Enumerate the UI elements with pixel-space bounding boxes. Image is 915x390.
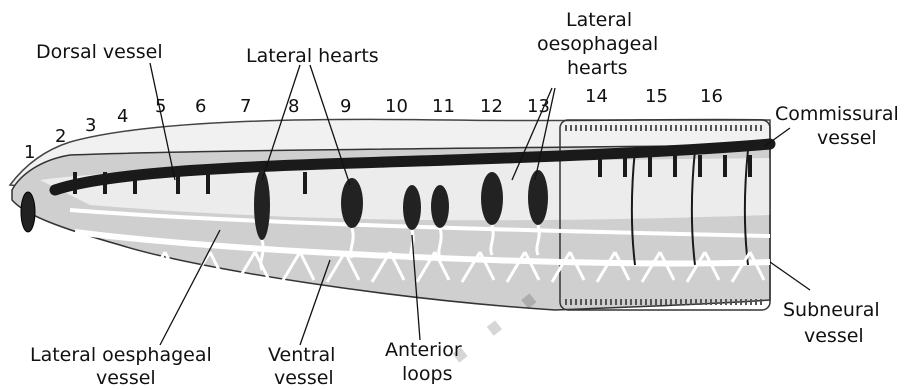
segment-11: 11 xyxy=(432,97,455,117)
label-ventral-vessel-line1: Ventral xyxy=(268,345,335,366)
heart xyxy=(403,185,421,230)
segment-16: 16 xyxy=(700,87,723,107)
segment-14: 14 xyxy=(585,87,608,107)
segment-2: 2 xyxy=(55,127,66,147)
label-lateral-oesophageal-hearts-line1: Lateral xyxy=(566,10,632,31)
segment-9: 9 xyxy=(340,97,351,117)
segment-10: 10 xyxy=(385,97,408,117)
segment-13: 13 xyxy=(527,97,550,117)
segment-15: 15 xyxy=(645,87,668,107)
label-dorsal-vessel: Dorsal vessel xyxy=(36,42,163,63)
label-subneural-vessel-line2: vessel xyxy=(804,326,864,347)
heart xyxy=(254,170,270,240)
heart xyxy=(431,185,449,228)
segment-12: 12 xyxy=(480,97,503,117)
label-lateral-oesophageal-hearts-line3: hearts xyxy=(567,58,628,79)
label-commissural-vessel-line1: Commissural xyxy=(775,104,899,125)
mouth xyxy=(21,192,35,232)
segment-4: 4 xyxy=(117,107,128,127)
label-anterior-loops-line2: loops xyxy=(402,364,453,385)
label-commissural-vessel-line2: vessel xyxy=(817,128,877,149)
label-ventral-vessel-line2: vessel xyxy=(274,368,334,389)
label-lateral-hearts: Lateral hearts xyxy=(246,46,379,67)
label-lateral-oesphageal-vessel-line2: vessel xyxy=(96,368,156,389)
segment-3: 3 xyxy=(85,116,96,136)
heart xyxy=(341,178,363,228)
segment-1: 1 xyxy=(24,143,35,163)
ventral-branch xyxy=(102,252,134,282)
label-anterior-loops-line1: Anterior xyxy=(385,340,462,361)
segment-5: 5 xyxy=(155,97,166,117)
label-lateral-oesphageal-vessel-line1: Lateral oesphageal xyxy=(30,345,212,366)
label-subneural-vessel-line1: Subneural xyxy=(783,300,880,321)
heart xyxy=(528,170,548,225)
heart xyxy=(481,172,503,225)
segment-8: 8 xyxy=(288,97,299,117)
label-lateral-oesophageal-hearts-line2: oesophageal xyxy=(537,34,658,55)
segment-6: 6 xyxy=(195,97,206,117)
segment-7: 7 xyxy=(240,97,251,117)
